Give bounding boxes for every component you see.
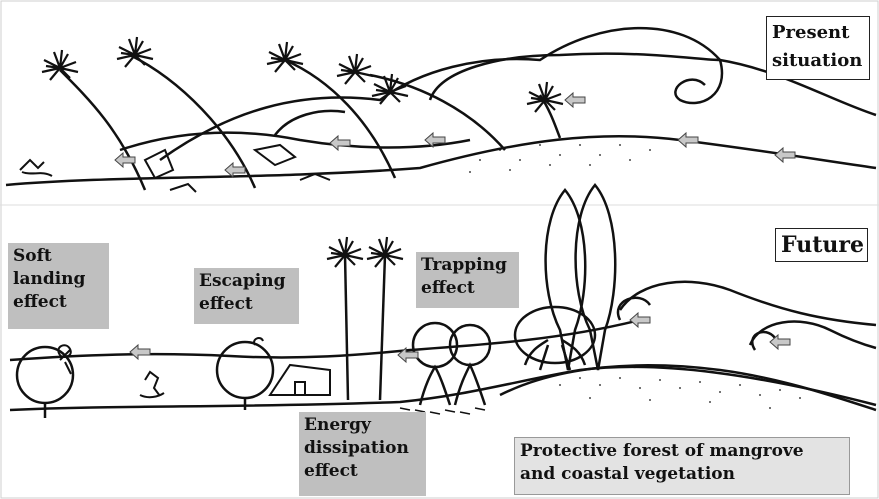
mangrove-prop-roots [525, 340, 585, 370]
cypress-tree-2 [576, 185, 616, 370]
future-wave-2 [750, 322, 876, 348]
person-floating [140, 372, 164, 397]
palm-heads-future [327, 237, 403, 267]
palm-trunk-future-1 [345, 255, 348, 400]
present-wave-mid [120, 133, 470, 150]
trapping-label: Trapping effect [416, 252, 519, 308]
future-mound [500, 365, 876, 410]
future-sand-dots [559, 377, 801, 409]
debris-left [20, 160, 52, 176]
house [270, 365, 330, 395]
energy-dissipation-label: Energy dissipation effect [299, 412, 426, 496]
present-wave-curl-small [275, 111, 345, 135]
soft-landing-label: Soft landing effect [8, 243, 109, 329]
palm-trunk-1 [60, 70, 145, 190]
future-title: Future [775, 228, 868, 262]
round-tree-middle [217, 342, 273, 398]
future-wave-1 [620, 282, 876, 325]
present-situation-title: Present situation [766, 16, 870, 80]
present-arrows [115, 93, 795, 177]
palm-trunk-future-2 [380, 255, 385, 400]
debris-house [145, 150, 196, 192]
protective-forest-label: Protective forest of mangrove and coasta… [514, 437, 850, 495]
debris-roof [255, 145, 295, 165]
person-on-middle-tree [254, 338, 263, 345]
escaping-label: Escaping effect [194, 268, 299, 324]
